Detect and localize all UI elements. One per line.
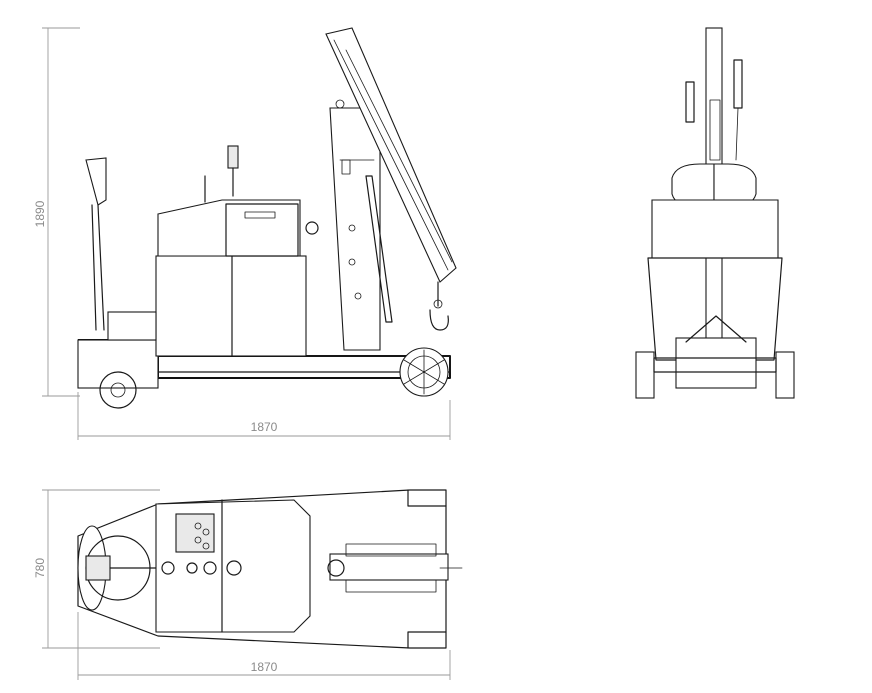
dim-side-height: 1890 [33, 200, 47, 227]
top-view [77, 489, 463, 649]
side-dimensions: 1890 1870 [33, 27, 451, 440]
top-dimensions: 780 1870 [33, 489, 451, 680]
side-view [77, 27, 457, 409]
dim-top-length: 1870 [251, 660, 278, 674]
dim-top-width: 780 [33, 558, 47, 578]
dim-side-length: 1870 [251, 420, 278, 434]
front-view [635, 27, 795, 399]
